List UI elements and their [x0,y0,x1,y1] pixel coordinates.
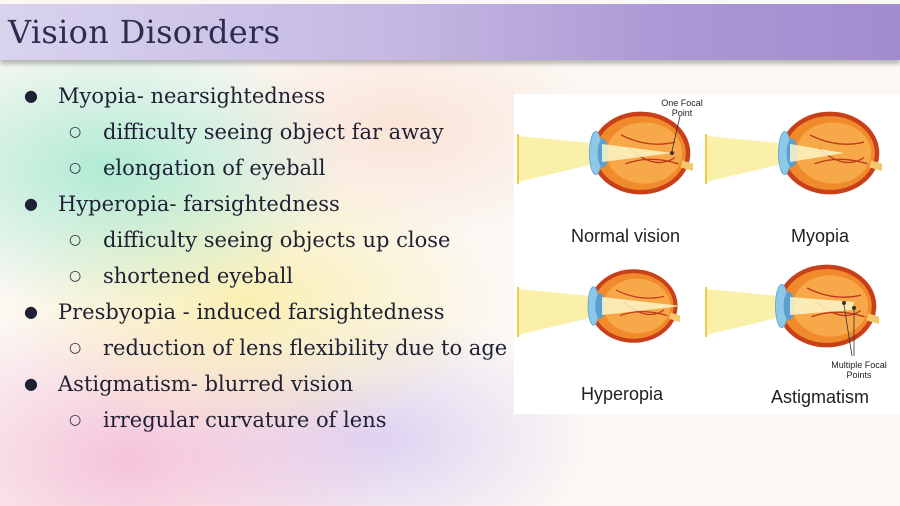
caption-hyperopia: Hyperopia [581,384,664,404]
sub-bullet-text: difficulty seeing objects up close [103,228,451,252]
sub-bullet-text: reduction of lens flexibility due to age [103,336,508,360]
sub-bullet: ○ difficulty seeing objects up close [20,222,507,258]
sub-bullet-marker: ○ [69,232,82,248]
one-focal-point-label: One Focal Point [661,98,703,118]
bullet-hyperopia: ● Hyperopia- farsightedness [20,186,507,222]
bullet-marker: ● [24,302,38,321]
title-bar: Vision Disorders [0,4,900,60]
bullet-text: Presbyopia - induced farsightedness [58,300,445,324]
sub-bullet: ○ difficulty seeing object far away [20,114,507,150]
astigmatism-eye [705,263,880,357]
bullet-marker: ● [24,86,38,105]
sub-bullet: ○ reduction of lens flexibility due to ag… [20,330,507,366]
bullet-astigmatism: ● Astigmatism- blurred vision [20,366,507,402]
eye-diagram: One Focal Point Multiple Focal Points No… [514,94,900,414]
caption-astigmatism: Astigmatism [771,387,870,407]
normal-vision-eye [517,110,694,196]
sub-bullet: ○ elongation of eyeball [20,150,507,186]
sub-bullet-marker: ○ [69,268,82,284]
hyperopia-eye [517,268,682,344]
bullet-myopia: ● Myopia- nearsightedness [20,78,507,114]
bullet-text: Myopia- nearsightedness [58,84,326,108]
slide-title: Vision Disorders [8,13,281,51]
bullet-text: Hyperopia- farsightedness [58,192,340,216]
caption-normal-vision: Normal vision [571,226,681,246]
sub-bullet-marker: ○ [69,124,82,140]
sub-bullet: ○ shortened eyeball [20,258,507,294]
multiple-focal-points-label: Multiple Focal Points [831,360,887,380]
bullet-marker: ● [24,194,38,213]
myopia-eye [705,110,883,196]
bullet-text: Astigmatism- blurred vision [58,372,354,396]
bullet-marker: ● [24,374,38,393]
sub-bullet-marker: ○ [69,412,82,428]
sub-bullet-text: shortened eyeball [103,264,294,288]
eye-diagram-svg [517,110,883,357]
sub-bullet-text: elongation of eyeball [103,156,326,180]
sub-bullet-text: irregular curvature of lens [103,408,387,432]
bullet-list: ● Myopia- nearsightedness ○ difficulty see… [20,78,507,438]
caption-myopia: Myopia [791,226,850,246]
sub-bullet: ○ irregular curvature of lens [20,402,507,438]
bullet-presbyopia: ● Presbyopia - induced farsightedness [20,294,507,330]
sub-bullet-text: difficulty seeing object far away [103,120,444,144]
sub-bullet-marker: ○ [69,340,82,356]
sub-bullet-marker: ○ [69,160,82,176]
